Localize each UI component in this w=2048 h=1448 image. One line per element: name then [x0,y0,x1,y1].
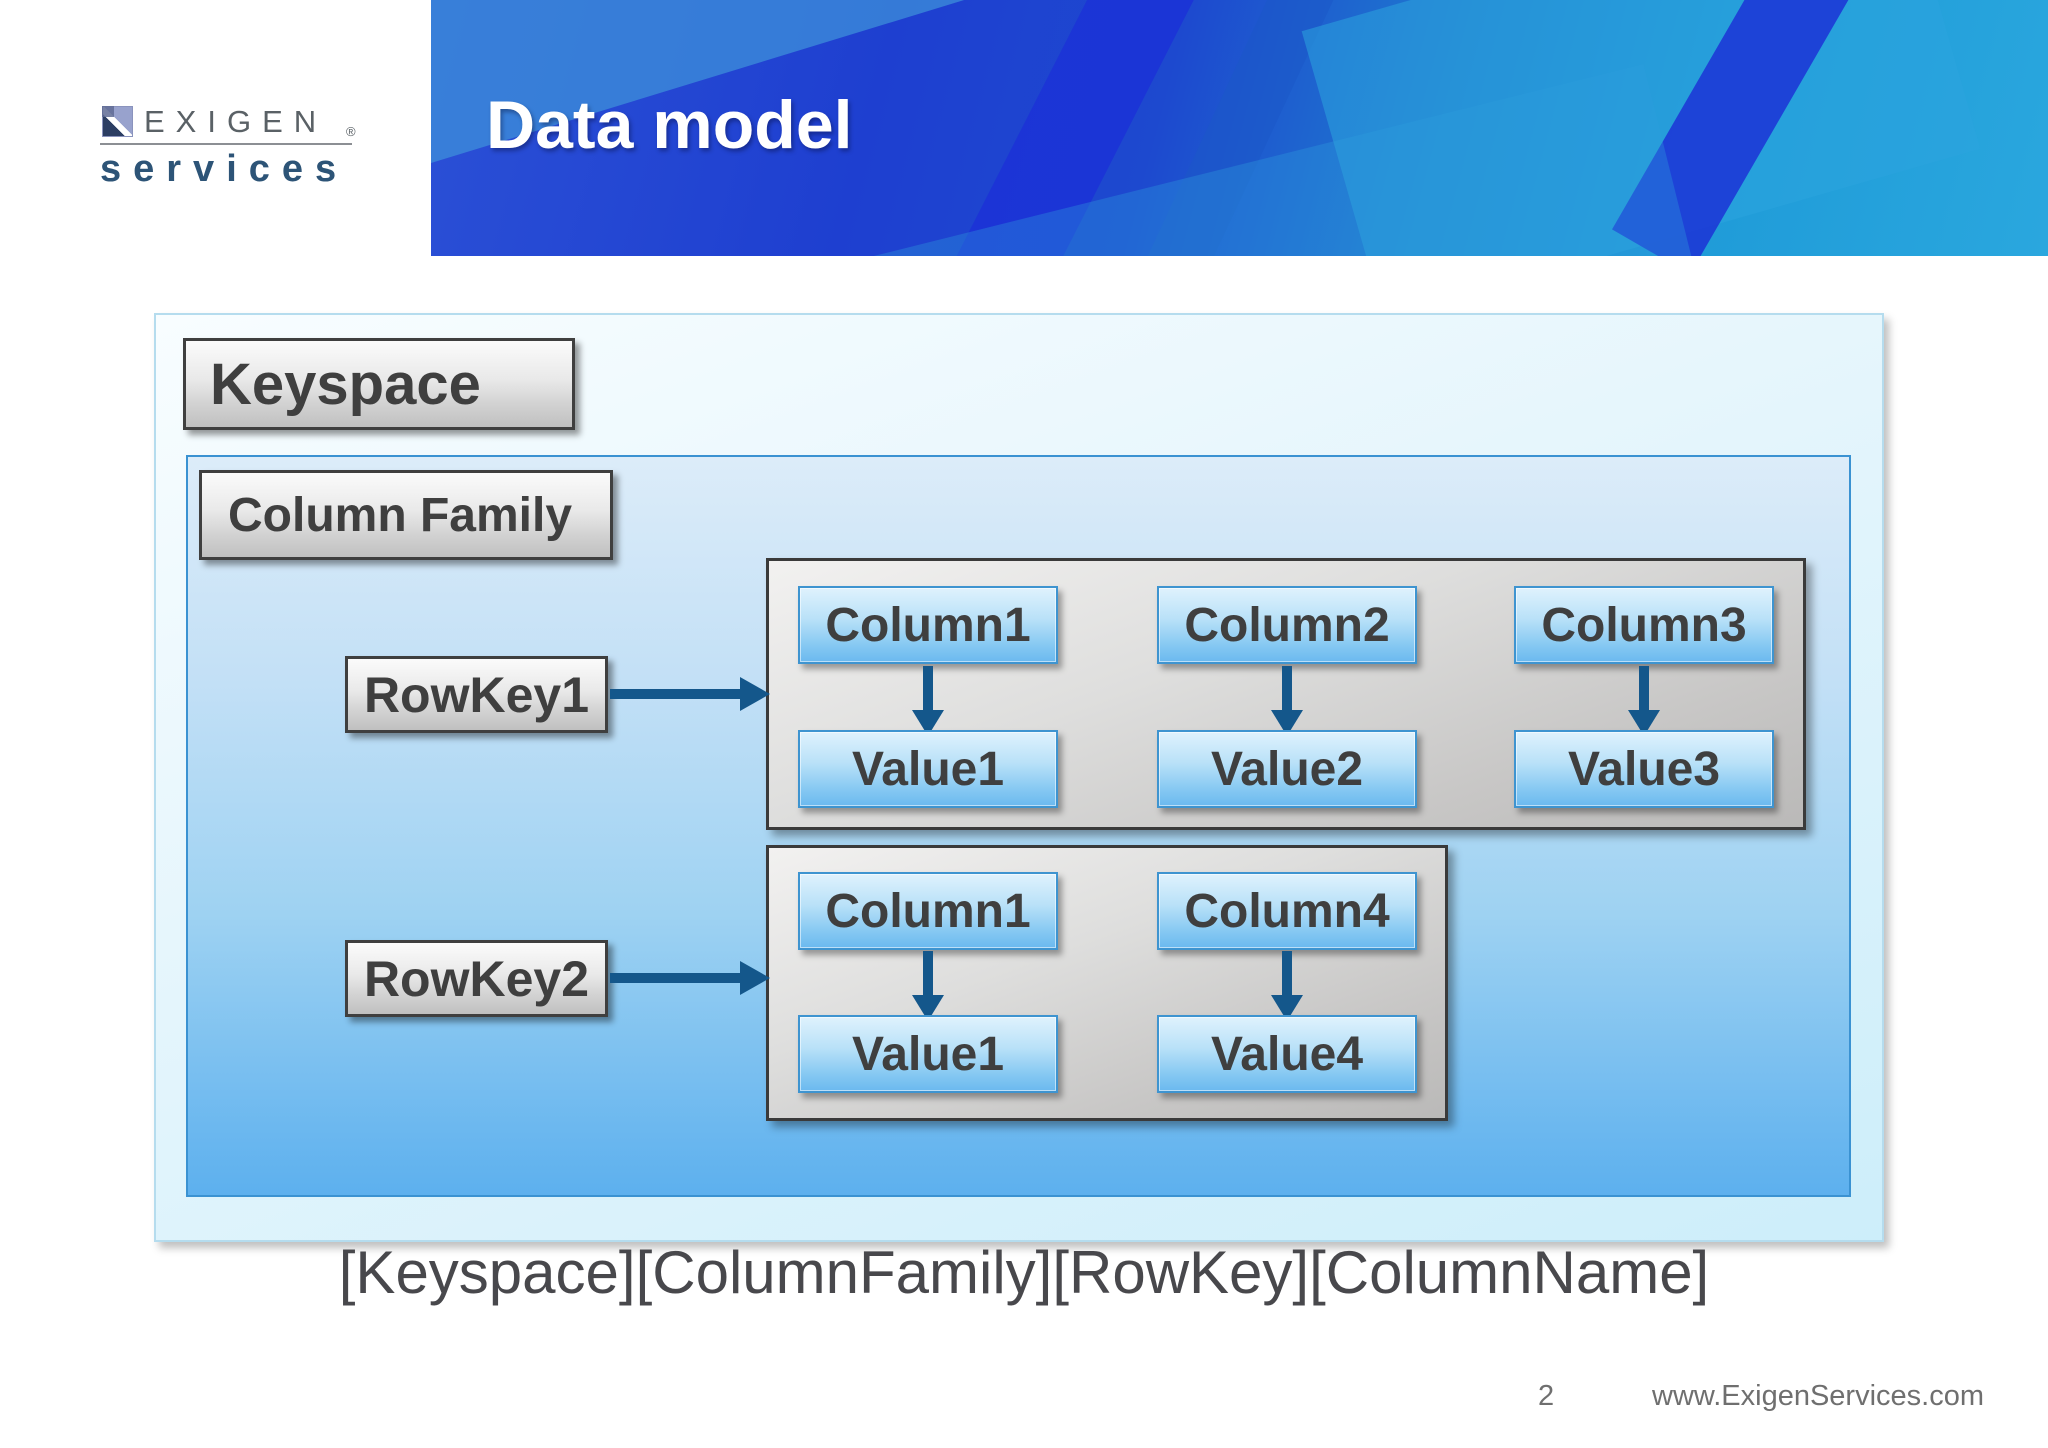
arrow-line [610,973,742,983]
row1-column2-box: Column2 [1157,586,1417,664]
row1-value3-box: Value3 [1514,730,1774,808]
logo-company-name: EXIGEN [144,104,328,139]
arrow-head-right [740,961,770,995]
arrow-head-right [740,677,770,711]
row1-column3-box: Column3 [1514,586,1774,664]
exigen-services-logo: EXIGEN ® services [100,98,360,193]
registered-trademark-symbol: ® [346,124,356,139]
row1-value1-box: Value1 [798,730,1058,808]
rowkey2-box: RowKey2 [345,940,608,1017]
row2-value4-box: Value4 [1157,1015,1417,1093]
row2-column1-box: Column1 [798,872,1058,950]
column-family-label: Column Family [199,470,613,560]
arrow-rowkey2-to-row2 [610,961,770,995]
logo-subtitle: services [100,148,349,190]
row1-column1-box: Column1 [798,586,1058,664]
arrow-rowkey1-to-row1 [610,677,770,711]
addressing-formula: [Keyspace][ColumnFamily][RowKey][ColumnN… [338,1239,1710,1306]
arrow-column3-to-value3 [1628,666,1660,736]
arrow-line [1639,666,1649,712]
arrow-column1-to-value1-row2 [912,951,944,1021]
footer-website: www.ExigenServices.com [1652,1380,1984,1412]
arrow-line [610,689,742,699]
arrow-column1-to-value1 [912,666,944,736]
row1-value2-box: Value2 [1157,730,1417,808]
page-number: 2 [1538,1380,1555,1412]
slide-title: Data model [486,87,853,163]
arrow-line [1282,951,1292,997]
keyspace-label: Keyspace [183,338,575,430]
arrow-line [923,951,933,997]
row2-column4-box: Column4 [1157,872,1417,950]
logo-divider-line [100,143,352,145]
exigen-logo-icon-corner [102,106,114,117]
row2-value1-box: Value1 [798,1015,1058,1093]
arrow-column4-to-value4 [1271,951,1303,1021]
rowkey1-box: RowKey1 [345,656,608,733]
arrow-line [923,666,933,712]
arrow-column2-to-value2 [1271,666,1303,736]
title-banner: Data model [431,0,2048,256]
arrow-line [1282,666,1292,712]
